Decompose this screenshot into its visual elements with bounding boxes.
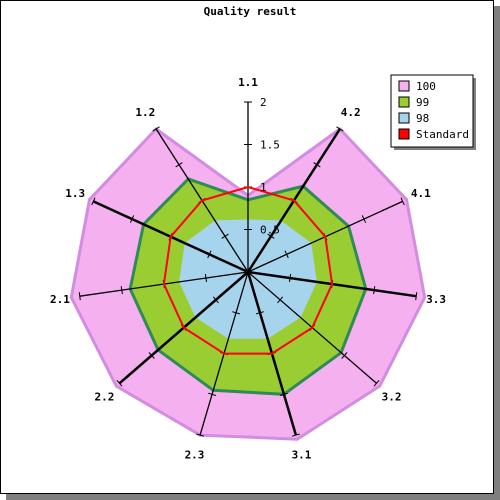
axis-tick [175,162,183,168]
axis-label-2-3: 2.3 [185,448,205,461]
axis-tick [207,250,212,259]
axis-tick [221,233,229,239]
axis-label-1-3: 1.3 [65,187,85,200]
series-area-98 [179,219,317,339]
axis-tick [204,274,207,283]
axis-tick [196,433,205,437]
axis-tick [267,233,275,239]
axis-label-3-3: 3.3 [426,293,446,306]
series-line-standard [162,185,334,355]
legend-swatch-100 [398,80,410,92]
legend-label-98: 98 [416,112,429,125]
axis-tick [120,286,123,295]
legend-label-100: 100 [416,80,436,93]
tick-label: 1.5 [260,139,280,152]
axis-label-2-2: 2.2 [94,390,114,403]
axis-tick [212,296,219,304]
axis-tick [232,311,241,315]
axis-tick [284,250,289,259]
axis-tick [148,352,155,359]
axis-tick [373,379,380,387]
legend-swatch-99 [398,96,410,108]
axis-label-3-2: 3.2 [382,390,402,403]
axis-tick [255,311,264,315]
axis-tick [291,433,300,437]
legend-label-standard: Standard [416,128,469,141]
axis-label-3-1: 3.1 [292,448,312,461]
legend-swatch-98 [398,112,410,124]
plot-area: 1.1 4.2 4.1 3.3 3.2 3.1 2.3 2.2 2.1 1.3 1.2 0.5 1 1.5… [50,76,446,461]
axis-label-4-1: 4.1 [411,187,431,200]
axis-label-1-2: 1.2 [135,106,155,119]
axis-tick [289,274,292,283]
axis-tick [373,286,376,295]
tick-label: 2 [260,96,267,109]
legend-label-99: 99 [416,96,429,109]
axis-tick [415,292,418,301]
axis-tick [277,296,284,304]
tick-label: 1 [260,181,267,194]
axis-tick [208,392,217,396]
axis-tick [400,197,405,206]
axis-tick [91,197,96,206]
axis-tick [336,126,344,132]
chart-title: Quality result [204,5,297,18]
axis-tick [129,215,135,223]
axis-label-4-2: 4.2 [341,106,361,119]
axis-tick [361,215,367,223]
axis-tick [78,292,81,301]
axis-label-2-1: 2.1 [50,293,70,306]
axis-tick [116,379,123,387]
axis-tick [152,126,160,132]
axis-tick [313,162,321,168]
axis-label-1-1: 1.1 [238,76,258,89]
axis-tick [341,352,348,359]
legend-swatch-standard [398,128,410,140]
axis-tick [279,392,288,396]
tick-label: 0.5 [260,224,280,237]
